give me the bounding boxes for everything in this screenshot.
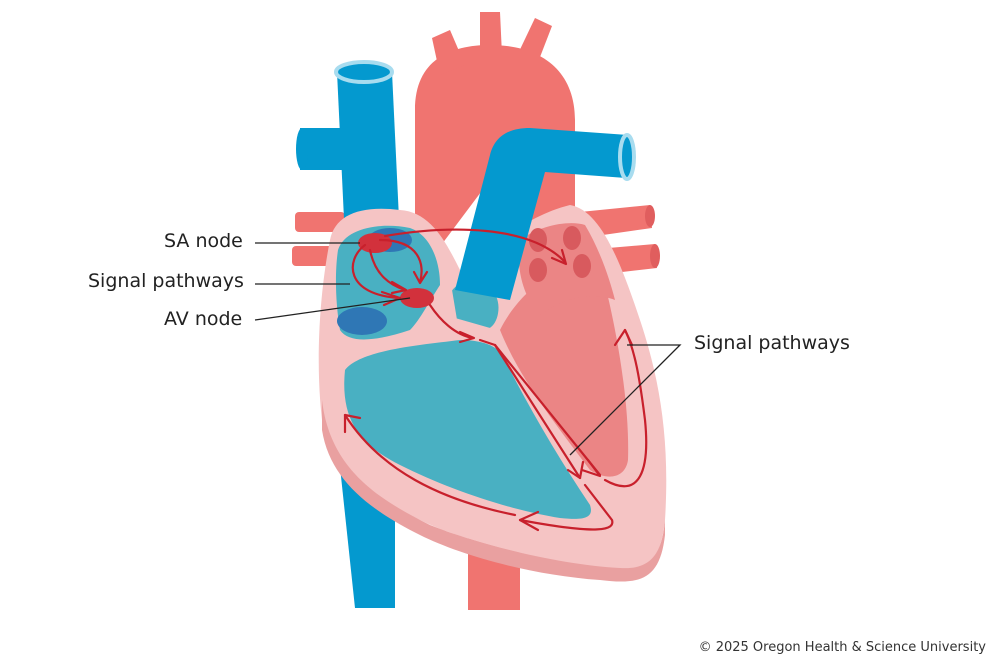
left-ventricle — [500, 264, 629, 477]
pulmonary-vein-openings — [529, 226, 591, 282]
signal-pathways-label-left: Signal pathways — [88, 270, 244, 292]
superior-vena-cava — [337, 72, 400, 240]
sa-node — [358, 233, 392, 253]
sa-node-label: SA node — [164, 230, 243, 252]
aortic-branches — [432, 12, 552, 75]
av-node — [400, 288, 434, 308]
copyright-notice: © 2025 Oregon Health & Science Universit… — [698, 640, 986, 655]
av-node-label: AV node — [164, 308, 243, 330]
signal-pathway-arrows — [343, 228, 648, 532]
pulmonary-artery — [455, 128, 628, 300]
label-leader-lines — [254, 242, 682, 456]
signal-pathways-label-right: Signal pathways — [694, 332, 850, 354]
right-ventricle — [344, 340, 591, 519]
